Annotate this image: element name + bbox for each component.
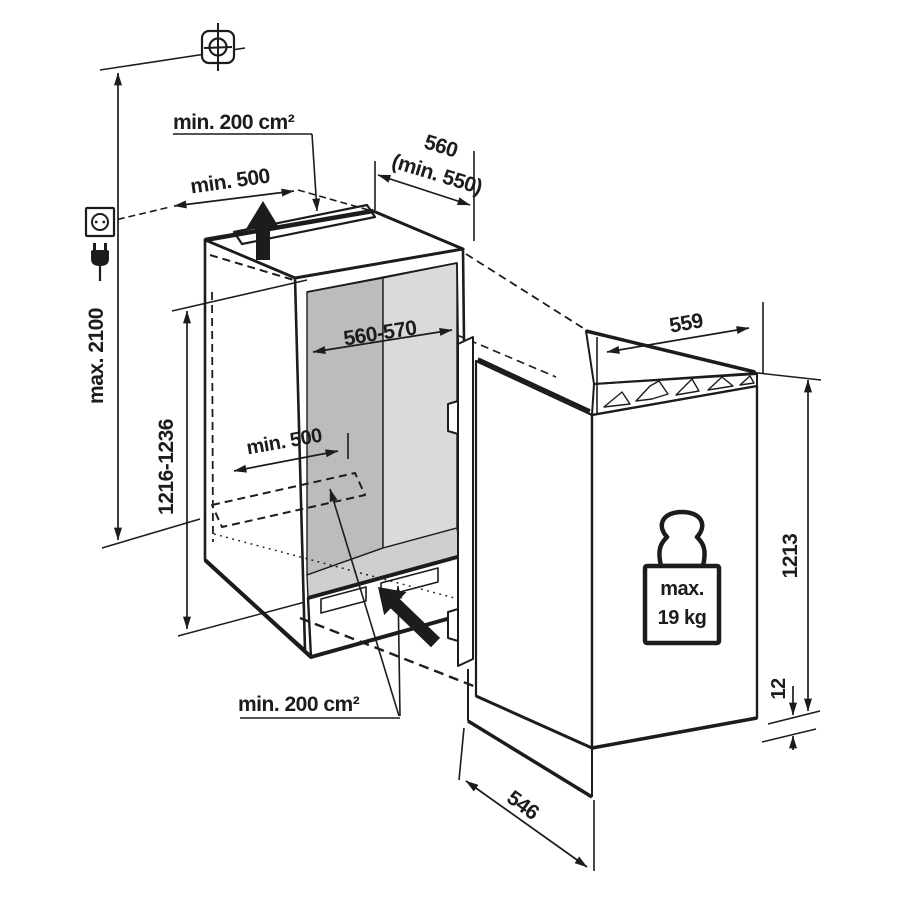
niche-top-vent-area-label: min. 200 cm² — [173, 111, 295, 134]
hidden-edge-dashed — [209, 254, 298, 282]
airflow-inlet-arrow-icon — [378, 587, 441, 648]
plinth-vent-slot-1 — [320, 586, 367, 614]
dim-niche-width — [312, 327, 453, 355]
weight-value-label: 19 kg — [658, 607, 707, 629]
hidden-edge-dashed — [211, 291, 214, 543]
mounting-notch-bottom — [447, 608, 459, 642]
weight-icon-body — [642, 563, 722, 646]
niche-height-label: 1216-1236 — [155, 419, 178, 515]
niche-floor-vent-slot — [211, 472, 366, 528]
dim-appliance-width — [596, 302, 764, 413]
door-offset-label: 12 — [768, 678, 790, 700]
appliance-mounting-strip — [457, 336, 474, 667]
dim-niche-depth — [374, 151, 475, 241]
appliance-width-label: 559 — [668, 309, 705, 337]
niche-interior-side-wall — [382, 262, 458, 549]
label-bottom-vent-area-leader — [240, 488, 403, 719]
appliance: max. 19 kg — [447, 329, 759, 799]
label-top-vent-area-leader — [173, 133, 321, 212]
dim-door-offset — [761, 686, 817, 750]
appliance-depth-label: 546 — [502, 786, 543, 824]
weight-icon: max. 19 kg — [642, 509, 722, 646]
niche-bottom-vent-area-label: min. 200 cm² — [238, 693, 360, 716]
alignment-dashed-line — [465, 253, 584, 329]
appliance-height-label: 1213 — [779, 534, 802, 579]
niche-top-clearance-label: min. 500 — [189, 165, 271, 199]
appliance-top-vent-grille — [591, 372, 758, 416]
airflow-up-arrow-icon — [246, 201, 280, 260]
power-outlet-icon — [84, 206, 116, 238]
weight-max-label: max. — [660, 578, 704, 600]
dim-appliance-height — [757, 372, 822, 725]
dim-floor-vent-width — [233, 433, 349, 473]
niche-depth-label: 560 — [421, 131, 460, 163]
mounting-notch-top — [447, 400, 459, 435]
dim-top-clearance — [173, 188, 295, 209]
appliance-side-panel — [474, 359, 594, 750]
power-plug-icon — [91, 243, 109, 281]
install-max-height-label: max. 2100 — [85, 308, 108, 404]
screw-fixing-point-icon — [200, 23, 236, 71]
dim-niche-height — [171, 279, 308, 637]
niche-top-vent-slot — [232, 203, 377, 246]
dim-appliance-depth — [458, 727, 595, 871]
